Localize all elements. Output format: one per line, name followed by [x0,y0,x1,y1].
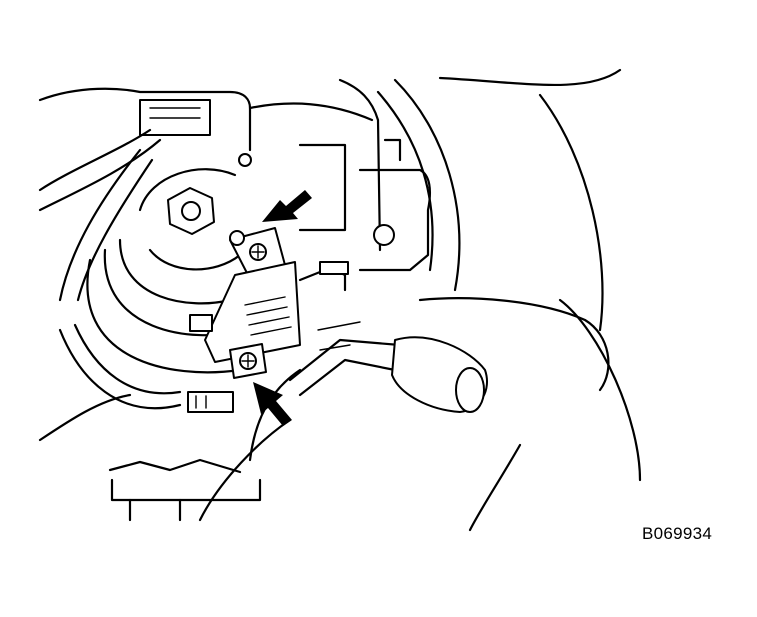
figure-code-label: B069934 [642,524,713,543]
combination-switch [189,227,349,379]
upper-housing [38,78,431,272]
switch-lever [288,321,488,413]
upper-arrow-icon [262,190,312,222]
lower-arrow-icon [253,382,292,426]
center-nut-and-spiral-cable [86,168,247,374]
steering-wheel-outline [376,68,642,532]
wire-harness [38,128,234,442]
